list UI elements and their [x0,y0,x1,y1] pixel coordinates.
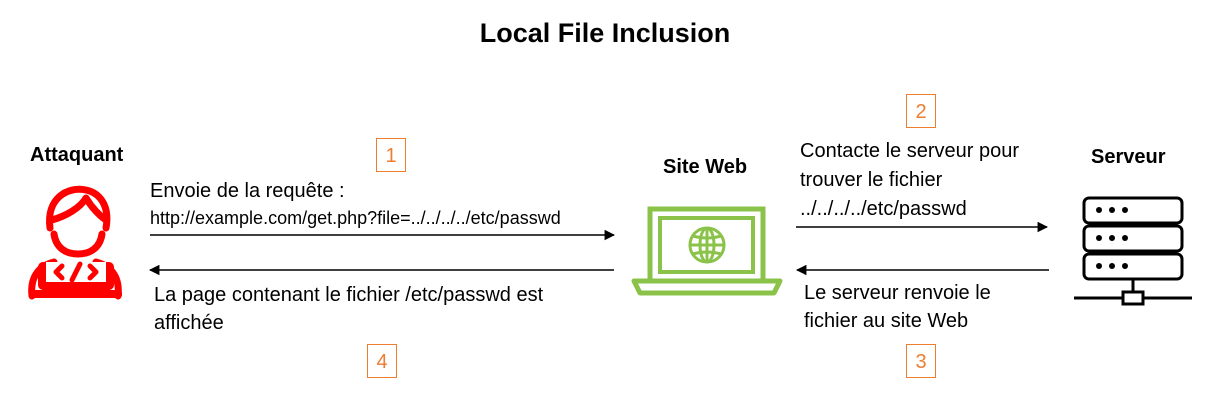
attacker-label: Attaquant [30,144,124,166]
step-3-badge: 3 [906,344,936,378]
laptop-globe-icon [631,206,783,296]
hacker-laptop-icon [28,185,122,300]
contact-text-line2: trouver le fichier [800,169,943,191]
step-1-badge: 1 [376,138,406,172]
return-text-line1: Le serveur renvoie le [804,282,991,304]
request-text-line1: Envoie de la requête : [150,180,345,202]
display-text-line1: La page contenant le fichier /etc/passwd… [154,284,544,306]
step-4-badge: 4 [367,344,397,378]
step-2-badge: 2 [906,94,936,128]
contact-text-path: ../../../../etc/passwd [800,198,967,220]
website-label: Site Web [663,156,748,178]
return-text-line2: fichier au site Web [804,310,969,332]
server-label: Serveur [1091,146,1166,168]
display-text-line2: affichée [154,312,224,334]
server-rack-icon [1074,196,1192,306]
request-text-url: http://example.com/get.php?file=../../..… [150,208,561,228]
diagram-title: Local File Inclusion [479,18,731,48]
contact-text-line1: Contacte le serveur pour [800,140,1020,162]
